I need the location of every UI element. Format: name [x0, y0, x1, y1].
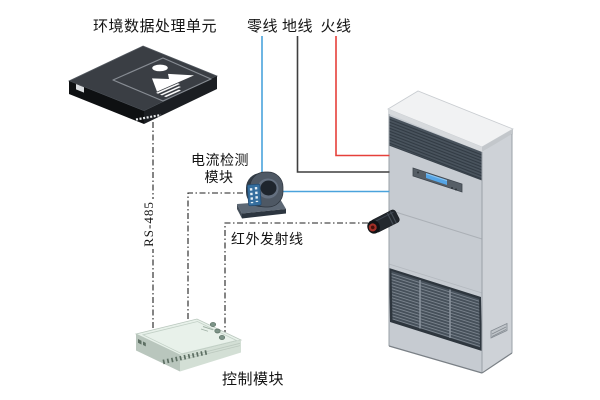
ac-panel-seam	[388, 263, 483, 294]
ac-side-vent	[490, 322, 508, 339]
control-port	[143, 341, 146, 347]
current-detection-module	[237, 171, 286, 219]
env-unit-photo-frame	[112, 57, 212, 102]
control-logo-mark	[202, 326, 214, 331]
ground-wire	[296, 36, 390, 173]
control-button	[209, 322, 217, 327]
neutral-wire	[261, 36, 390, 193]
control-front-groove	[180, 342, 241, 359]
ac-panel-seam	[388, 209, 483, 240]
env-unit-right-face	[144, 76, 217, 124]
current-module-label-line1: 电流检测	[191, 153, 249, 169]
wire-label-neutral: 零线	[247, 18, 278, 35]
current-module-line	[187, 192, 243, 324]
sensor-base-left	[237, 204, 242, 219]
ac-panel-button	[455, 188, 457, 191]
ac-lcd-screen	[426, 173, 447, 185]
control-button	[214, 328, 221, 334]
control-front-groove	[180, 345, 241, 361]
ac-panel-button	[417, 171, 419, 174]
air-conditioner-unit	[387, 90, 514, 374]
env-unit-indicator	[76, 84, 84, 93]
ac-panel-button	[451, 187, 453, 189]
env-unit-label: 环境数据处理单元	[93, 17, 217, 35]
ac-side-face	[482, 134, 512, 372]
rs485-label-backing	[144, 199, 156, 249]
infrared-label: 红外发射线	[231, 232, 304, 248]
control-logo-mark	[200, 328, 209, 332]
current-module-label-line2: 模块	[205, 170, 234, 186]
ac-display-panel	[412, 167, 463, 193]
control-vent-slots	[162, 350, 208, 365]
sensor-hole	[260, 180, 277, 196]
control-right-face	[180, 340, 241, 372]
sensor-base-front	[242, 209, 286, 219]
control-module-label: 控制模块	[222, 371, 284, 388]
control-lid-seam	[141, 321, 238, 355]
photo-icon	[152, 64, 194, 98]
mountain-glyph	[152, 73, 194, 92]
env-data-processing-unit	[67, 45, 218, 124]
ac-intake-grille	[389, 268, 482, 351]
infrared-line	[224, 222, 368, 334]
control-port	[138, 339, 142, 345]
env-unit-left-face	[69, 81, 144, 124]
live-wire	[335, 36, 390, 157]
ac-top-lip-front	[388, 109, 482, 152]
rs485-label: RS-485	[141, 201, 156, 247]
wire-label-live: 火线	[320, 18, 351, 35]
infrared-emitter	[367, 209, 400, 234]
wire-label-ground: 地线	[282, 18, 313, 35]
ac-top-lip-right	[482, 129, 513, 152]
ac-outlet-louver	[388, 116, 483, 181]
sensor-terminal-block	[246, 183, 262, 207]
sun-glyph	[152, 64, 168, 72]
control-module	[134, 318, 243, 372]
env-unit-pin-row	[135, 113, 162, 121]
control-button	[218, 335, 226, 340]
